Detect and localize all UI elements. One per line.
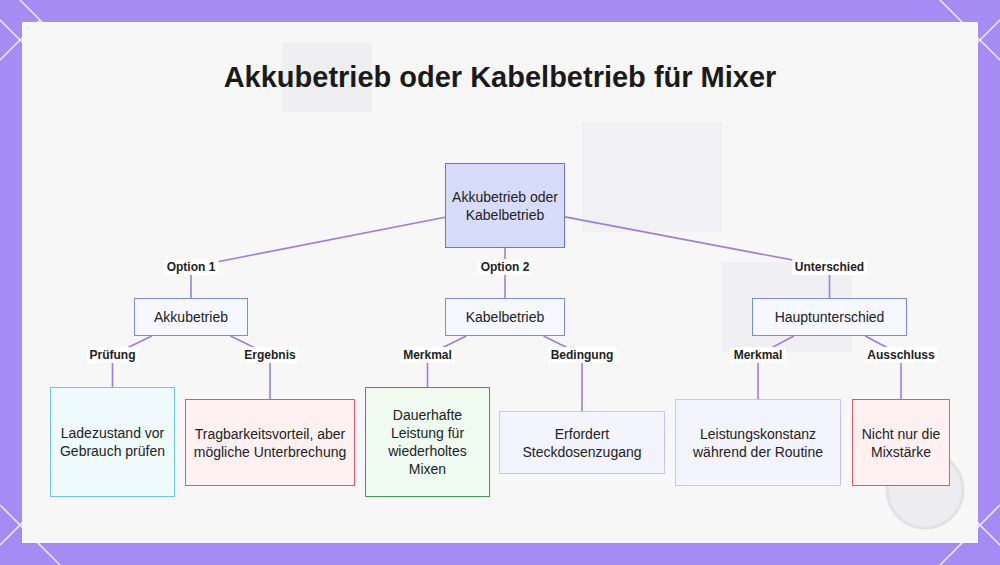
edge-label: Unterschied (792, 259, 867, 275)
edge-label: Option 2 (478, 259, 533, 275)
box-text: Kabelbetrieb (466, 308, 545, 326)
box-text: Erfordert Steckdosenzugang (506, 425, 658, 461)
box-text: Leistungskonstanz während der Routine (682, 425, 834, 461)
topic-box: Tragbarkeitsvorteil, aber mögliche Unter… (185, 399, 355, 486)
box-text: Tragbarkeitsvorteil, aber mögliche Unter… (192, 425, 348, 461)
topic-box: Leistungskonstanz während der Routine (675, 399, 841, 486)
box-text: Ladezustand vor Gebrauch prüfen (57, 424, 168, 460)
edge-label: Ausschluss (864, 347, 937, 363)
box-text: Dauerhafte Leistung für wiederholtes Mix… (372, 406, 483, 478)
topic-box: Hauptunterschied (752, 298, 907, 336)
edge-label: Merkmal (731, 347, 786, 363)
edge-label: Prüfung (87, 347, 139, 363)
edge-label: Bedingung (548, 347, 617, 363)
edge-label: Merkmal (400, 347, 455, 363)
connector-line (191, 217, 445, 298)
box-text: Akkubetrieb (154, 308, 228, 326)
topic-box: Dauerhafte Leistung für wiederholtes Mix… (365, 387, 490, 497)
connector-line (758, 336, 794, 399)
topic-box: Kabelbetrieb (445, 298, 565, 336)
topic-box: Nicht nur die Mixstärke (852, 399, 950, 486)
connector-line (865, 336, 901, 399)
connector-line (231, 336, 271, 399)
box-text: Akkubetrieb oder Kabelbetrieb (452, 188, 558, 224)
topic-box: Ladezustand vor Gebrauch prüfen (50, 387, 175, 497)
topic-box: Erfordert Steckdosenzugang (499, 411, 665, 474)
topic-box: Akkubetrieb (134, 298, 248, 336)
edge-label: Option 1 (164, 259, 219, 275)
diagram-title: Akkubetrieb oder Kabelbetrieb für Mixer (200, 60, 800, 94)
connector-line (565, 217, 830, 298)
edge-label: Ergebnis (241, 347, 298, 363)
box-text: Nicht nur die Mixstärke (859, 425, 943, 461)
topic-box: Akkubetrieb oder Kabelbetrieb (445, 163, 565, 248)
box-text: Hauptunterschied (775, 308, 885, 326)
